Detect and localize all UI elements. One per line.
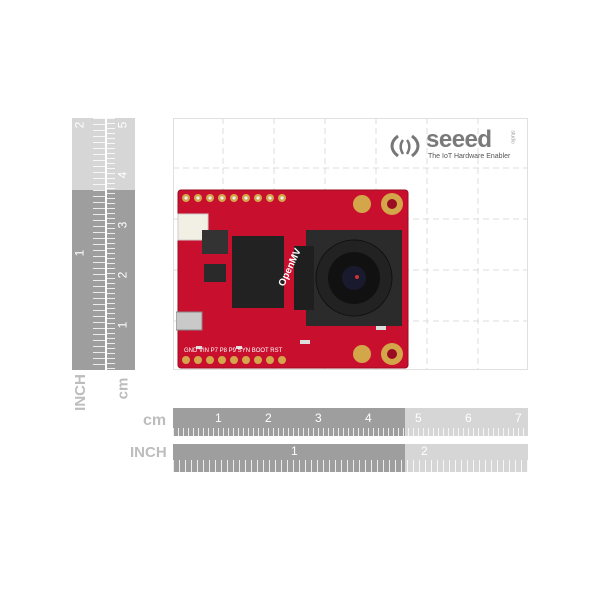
h-inch-tick-2: 2: [421, 444, 428, 458]
seeed-leaf-icon: [390, 134, 420, 158]
h-inch-unit-label: INCH: [130, 444, 167, 461]
v-inch-tick-2: 2: [72, 121, 87, 129]
h-cm-tick-1: 1: [215, 411, 222, 425]
h-cm-tick-3: 3: [315, 411, 322, 425]
v-cm-tick-3: 3: [115, 221, 130, 229]
seeed-logo: seeed studio The IoT Hardware Enabler: [388, 126, 528, 164]
brand-tagline: The IoT Hardware Enabler: [428, 153, 511, 160]
h-cm-tick-7: 7: [515, 411, 522, 425]
h-cm-tick-5: 5: [415, 411, 422, 425]
openmv-board: [176, 189, 409, 369]
brand-name: seeed: [426, 126, 492, 153]
horizontal-cm-ruler: 1 2 3 4 5 6 7: [173, 408, 528, 436]
v-cm-tick-5: 5: [115, 121, 130, 129]
vertical-inch-ruler: 1 2: [72, 118, 105, 370]
measurement-grid: [173, 118, 528, 370]
h-cm-unit-label: cm: [143, 412, 167, 429]
brand-studio: studio: [509, 130, 516, 144]
v-inch-tick-1: 1: [72, 249, 87, 257]
v-cm-unit-label: cm: [114, 377, 132, 400]
h-inch-tick-1: 1: [291, 444, 298, 458]
h-cm-tick-4: 4: [365, 411, 372, 425]
v-inch-unit-label: INCH: [71, 374, 89, 411]
h-cm-tick-6: 6: [465, 411, 472, 425]
h-cm-tick-2: 2: [265, 411, 272, 425]
vertical-cm-ruler: 1 2 3 4 5: [107, 118, 135, 370]
v-cm-tick-2: 2: [115, 271, 130, 279]
v-cm-tick-4: 4: [115, 171, 130, 179]
v-cm-tick-1: 1: [115, 321, 130, 329]
board-pin-labels: GND VIN P7 P8 P9 SYN BOOT RST: [184, 348, 283, 354]
horizontal-inch-ruler: 1 2: [173, 444, 528, 472]
